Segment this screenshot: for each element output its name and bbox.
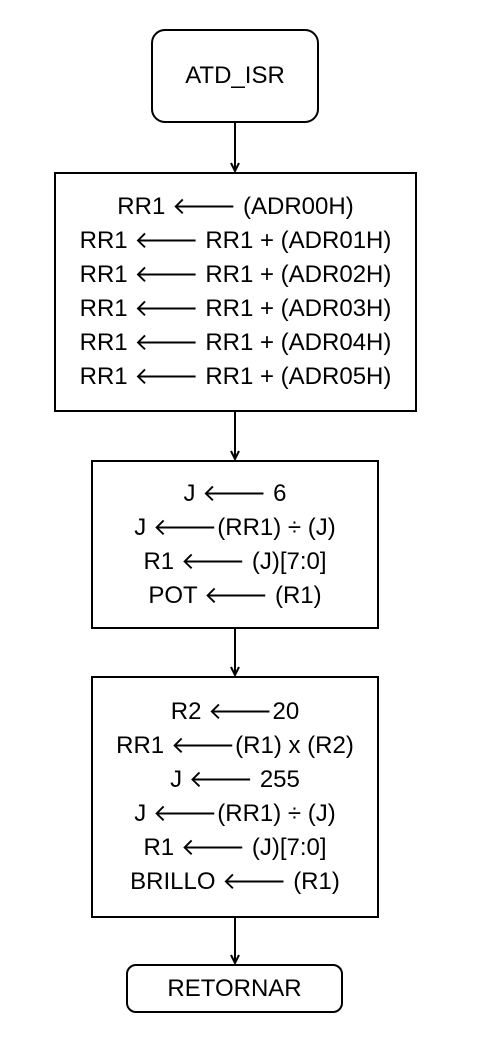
end-label: RETORNAR [167, 974, 302, 1002]
step3-line: J 🡐(RR1) ÷ (J) [134, 800, 336, 827]
start-terminator: ATD_ISR [151, 29, 319, 123]
step3-line: RR1 🡐(R1) x (R2) [116, 732, 354, 759]
step1-line: RR1 🡐 RR1 + (ADR04H) [79, 329, 392, 356]
step3-line: R1 🡐 (J)[7:0] [143, 834, 327, 861]
step1-line: RR1 🡐 RR1 + (ADR05H) [79, 363, 392, 390]
step2-line: POT 🡐 (R1) [148, 581, 322, 609]
process-box-brillo: R2 🡐20 RR1 🡐(R1) x (R2) J 🡐 255 J 🡐(RR1)… [91, 676, 379, 918]
step1-line: RR1 🡐 (ADR00H) [117, 193, 354, 220]
end-terminator: RETORNAR [126, 964, 343, 1013]
step1-line: RR1 🡐 RR1 + (ADR02H) [79, 261, 392, 288]
step1-line: RR1 🡐 RR1 + (ADR01H) [79, 227, 392, 254]
step3-line: BRILLO 🡐 (R1) [130, 868, 340, 895]
process-box-pot: J 🡐 6 J 🡐(RR1) ÷ (J) R1 🡐 (J)[7:0] POT 🡐… [91, 460, 379, 629]
start-label: ATD_ISR [185, 62, 285, 89]
step2-line: R1 🡐 (J)[7:0] [143, 547, 327, 575]
step3-line: J 🡐 255 [170, 766, 300, 793]
step1-line: RR1 🡐 RR1 + (ADR03H) [79, 295, 392, 322]
step3-line: R2 🡐20 [170, 698, 300, 725]
process-box-accumulate: RR1 🡐 (ADR00H) RR1 🡐 RR1 + (ADR01H) RR1 … [54, 172, 417, 412]
step2-line: J 🡐(RR1) ÷ (J) [134, 513, 336, 541]
step2-line: J 🡐 6 [183, 479, 287, 507]
